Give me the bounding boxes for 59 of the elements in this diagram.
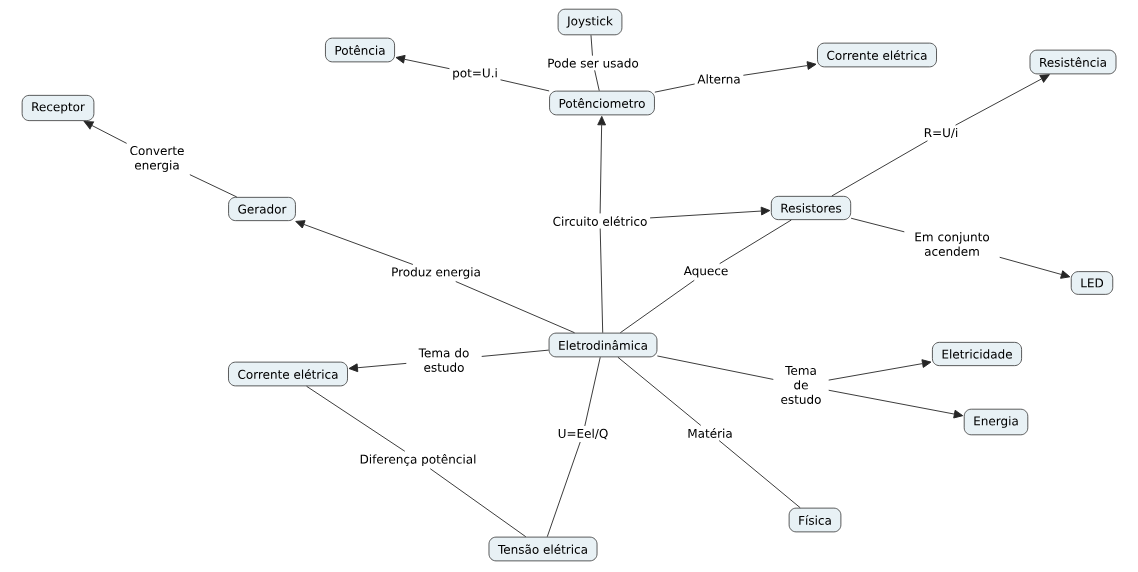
linking-phrase: Produz energia bbox=[388, 264, 484, 282]
arrow bbox=[955, 74, 1050, 126]
connector-line bbox=[718, 440, 801, 509]
arrow bbox=[597, 115, 606, 214]
concept-box: Energia bbox=[963, 408, 1029, 436]
connector-line bbox=[546, 441, 581, 538]
linking-phrase: Aquece bbox=[681, 263, 731, 281]
connector-line bbox=[617, 356, 702, 426]
concept-box: Potência bbox=[325, 37, 395, 63]
linking-phrase: pot=U.i bbox=[449, 65, 501, 83]
arrow bbox=[295, 220, 414, 265]
arrow bbox=[649, 206, 771, 219]
concept-box: Potênciometro bbox=[549, 90, 655, 116]
linking-phrase: U=Eel/Q bbox=[555, 426, 611, 442]
connector-line bbox=[306, 385, 406, 452]
concept-box: Corrente elétrica bbox=[817, 42, 937, 68]
concept-box: LED bbox=[1070, 271, 1114, 295]
linking-phrase: Tema do estudo bbox=[406, 345, 482, 375]
arrow bbox=[828, 389, 964, 419]
concept-box: Eletrodinâmica bbox=[548, 332, 658, 358]
connector-line bbox=[656, 355, 774, 380]
concept-box: Resistência bbox=[1029, 49, 1117, 75]
connector-line bbox=[189, 174, 238, 198]
arrow bbox=[348, 362, 407, 373]
connector-line bbox=[455, 281, 575, 334]
linking-phrase: Alterna bbox=[694, 71, 744, 87]
concept-box: Joystick bbox=[557, 8, 623, 36]
arrow bbox=[742, 61, 817, 76]
concept-box: Tensão elétrica bbox=[488, 536, 598, 562]
connector-line bbox=[831, 140, 928, 197]
connector-line bbox=[429, 468, 527, 538]
connector-line bbox=[619, 279, 695, 334]
concept-box: Física bbox=[788, 507, 842, 533]
connector-line bbox=[654, 83, 696, 93]
linking-phrase: Converte energia bbox=[119, 143, 195, 175]
concept-box: Gerador bbox=[228, 196, 296, 222]
connector-line bbox=[850, 217, 905, 233]
connector-line bbox=[481, 349, 550, 357]
linking-phrase: Circuito elétrico bbox=[550, 213, 650, 229]
linking-phrase: Tema de estudo bbox=[773, 363, 829, 407]
arrow bbox=[83, 121, 128, 144]
linking-phrase: Matéria bbox=[684, 425, 736, 441]
connector-line bbox=[594, 69, 600, 92]
concept-box: Receptor bbox=[21, 94, 95, 122]
linking-phrase: Em conjunto acendem bbox=[904, 229, 1000, 259]
connector-line bbox=[590, 34, 593, 57]
connector-line bbox=[584, 356, 601, 427]
connector-line bbox=[599, 228, 604, 334]
linking-phrase: Diferença potêncial bbox=[357, 451, 479, 469]
connector-line bbox=[719, 219, 792, 265]
arrow bbox=[395, 54, 450, 70]
linking-phrase: Pode ser usado bbox=[544, 55, 642, 71]
concept-box: Resistores bbox=[770, 195, 852, 221]
concept-box: Eletricidade bbox=[932, 341, 1022, 367]
linking-phrase: R=U/i bbox=[921, 125, 961, 141]
connector-line bbox=[500, 79, 550, 92]
arrow bbox=[999, 256, 1071, 279]
arrow bbox=[828, 359, 932, 381]
concept-box: Corrente elétrica bbox=[228, 361, 348, 387]
